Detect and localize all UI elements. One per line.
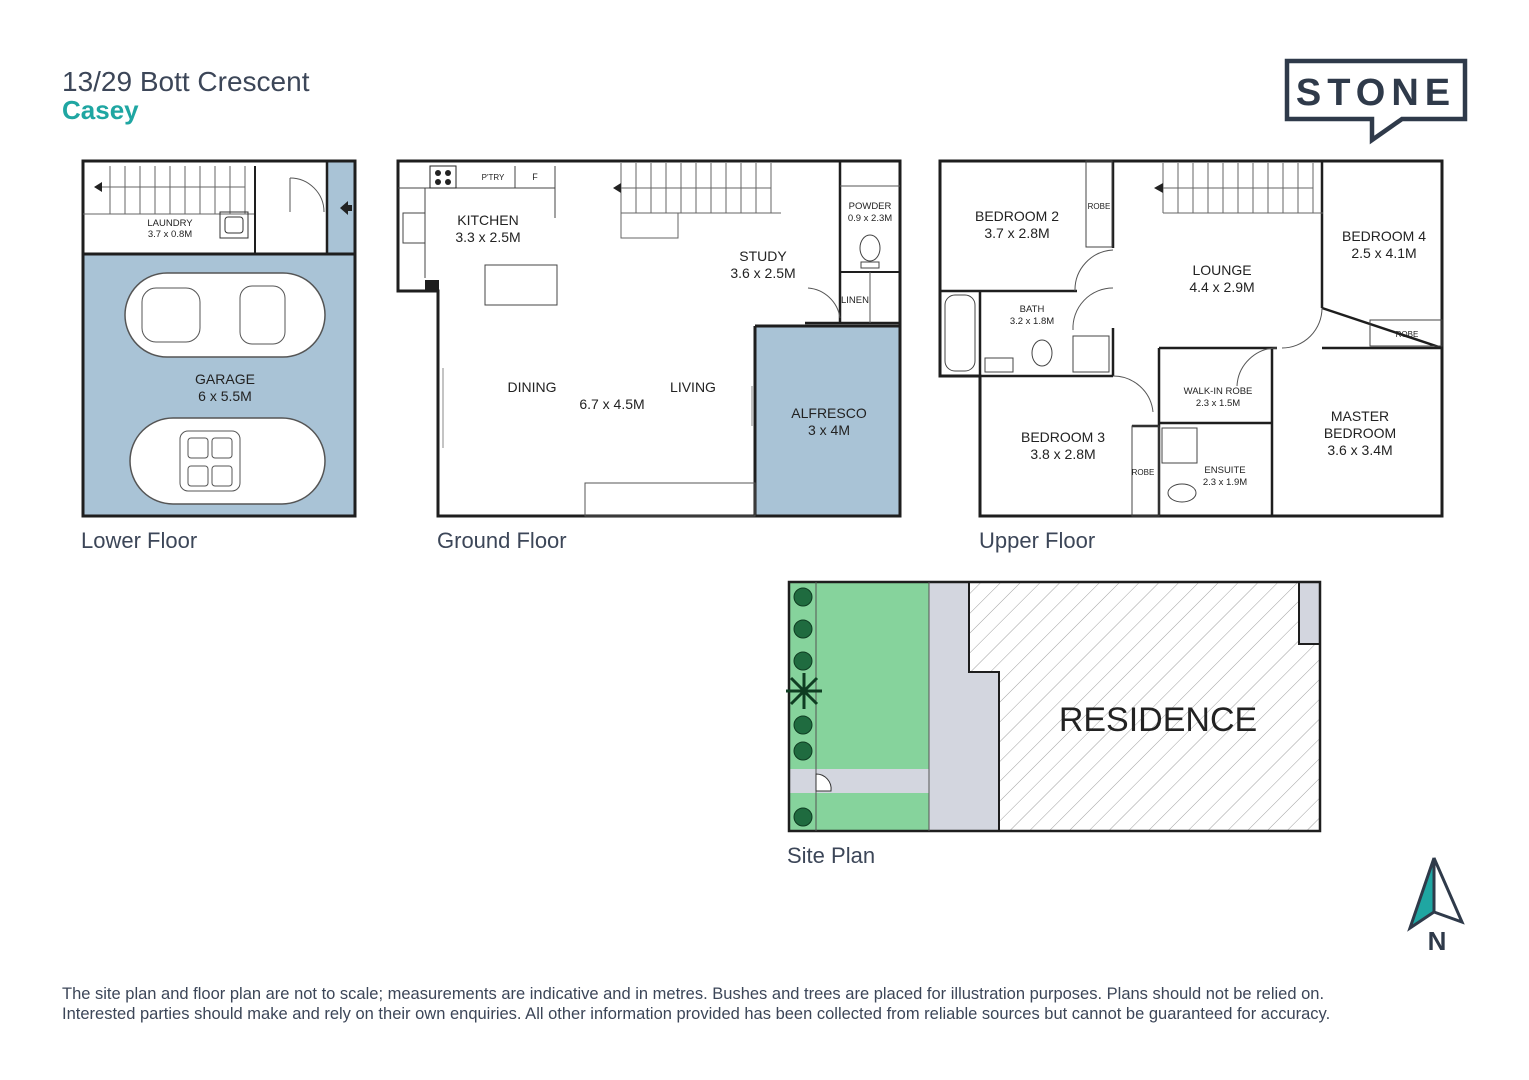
bush-icon	[793, 587, 813, 607]
kitchen-name: KITCHEN	[457, 212, 518, 228]
master-name2: BEDROOM	[1324, 425, 1396, 441]
garage-name: GARAGE	[195, 371, 255, 387]
stone-logo: STONE	[1284, 58, 1468, 145]
bush-icon	[793, 741, 813, 761]
laundry-size: 3.7 x 0.8M	[148, 229, 192, 240]
lounge-size: 4.4 x 2.9M	[1189, 279, 1254, 295]
stone-logo-text: STONE	[1296, 72, 1456, 114]
study-name: STUDY	[739, 248, 787, 264]
bedroom4-name: BEDROOM 4	[1342, 228, 1426, 244]
compass-letter: N	[1428, 926, 1447, 954]
ground-floor-plan: P'TRY F KITCHEN 3.3 x 2.5M POWDER 0.9 x …	[396, 159, 902, 518]
disclaimer-line2: Interested parties should make and rely …	[62, 1005, 1331, 1023]
disclaimer: The site plan and floor plan are not to …	[62, 984, 1472, 1024]
lounge-name: LOUNGE	[1192, 262, 1251, 278]
lower-floor-plan: LAUNDRY 3.7 x 0.8M GARAGE 6 x 5.5M	[81, 159, 357, 518]
linen-label: LINEN	[841, 295, 869, 306]
powder-name: POWDER	[849, 201, 892, 212]
bedroom2-size: 3.7 x 2.8M	[984, 225, 1049, 241]
walkin-name: WALK-IN ROBE	[1184, 386, 1253, 397]
ensuite-size: 2.3 x 1.9M	[1203, 477, 1247, 488]
bush-icon	[793, 715, 813, 735]
ground-floor-label: Ground Floor	[437, 528, 567, 553]
pantry-label: P'TRY	[482, 173, 505, 182]
site-plan: RESIDENCE	[786, 580, 1322, 833]
bush-icon	[793, 619, 813, 639]
bush-icon	[793, 651, 813, 671]
car-icon	[129, 417, 326, 505]
living-name: LIVING	[670, 379, 716, 395]
garage-size: 6 x 5.5M	[198, 388, 252, 404]
disclaimer-line1: The site plan and floor plan are not to …	[62, 985, 1325, 1003]
lower-floor-label: Lower Floor	[81, 528, 198, 553]
alfresco-name: ALFRESCO	[791, 405, 867, 421]
bath-name: BATH	[1020, 304, 1045, 315]
site-plan-label: Site Plan	[787, 843, 876, 868]
bath-size: 3.2 x 1.8M	[1010, 316, 1054, 327]
car-icon	[124, 272, 326, 358]
upper-floor-plan: BEDROOM 2 3.7 x 2.8M ROBE LOUNGE 4.4 x 2…	[938, 159, 1444, 518]
north-arrow-icon: N	[1407, 857, 1465, 954]
palm-tree-icon	[786, 673, 822, 709]
property-suburb: Casey	[62, 95, 139, 125]
dining-name: DINING	[508, 379, 557, 395]
upper-floor-label: Upper Floor	[979, 528, 1096, 553]
robe-bed3-label: ROBE	[1132, 468, 1155, 477]
master-name: MASTER	[1331, 408, 1389, 424]
robe-bed4-label: ROBE	[1396, 330, 1419, 339]
fridge-label: F	[532, 172, 538, 182]
bedroom3-name: BEDROOM 3	[1021, 429, 1105, 445]
walkin-size: 2.3 x 1.5M	[1196, 398, 1240, 409]
alfresco-size: 3 x 4M	[808, 422, 850, 438]
bedroom4-size: 2.5 x 4.1M	[1351, 245, 1416, 261]
bedroom3-size: 3.8 x 2.8M	[1030, 446, 1095, 462]
residence-label: RESIDENCE	[1059, 701, 1257, 739]
robe-bed2-label: ROBE	[1088, 202, 1111, 211]
property-address: 13/29 Bott Crescent	[62, 66, 310, 97]
study-size: 3.6 x 2.5M	[730, 265, 795, 281]
dining-living-size: 6.7 x 4.5M	[579, 396, 644, 412]
powder-size: 0.9 x 2.3M	[848, 213, 892, 224]
ensuite-name: ENSUITE	[1204, 465, 1245, 476]
kitchen-size: 3.3 x 2.5M	[455, 229, 520, 245]
master-size: 3.6 x 3.4M	[1327, 442, 1392, 458]
bedroom2-name: BEDROOM 2	[975, 208, 1059, 224]
laundry-name: LAUNDRY	[147, 218, 193, 229]
bush-icon	[793, 807, 813, 827]
